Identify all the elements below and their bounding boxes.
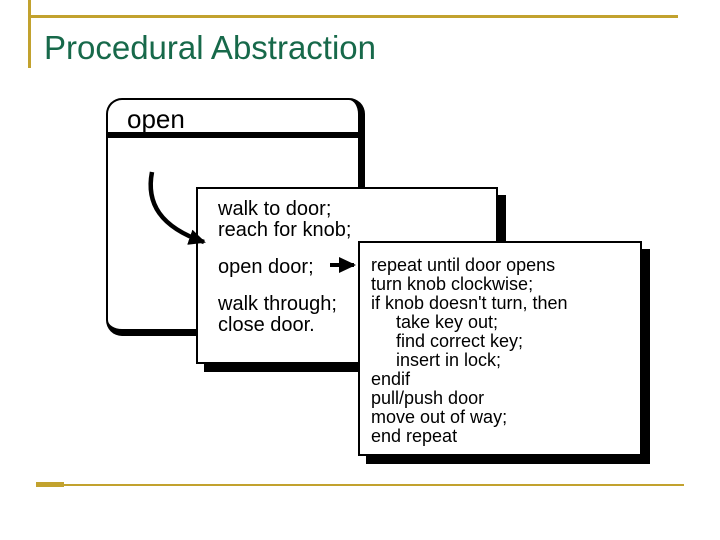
- detail-line: pull/push door: [371, 388, 485, 408]
- detail-line: insert in lock;: [396, 350, 502, 370]
- detail-line: end repeat: [371, 426, 458, 446]
- procedure-line: open door;: [218, 256, 314, 278]
- page-title: Procedural Abstraction: [44, 29, 377, 66]
- detail-line: take key out;: [396, 312, 499, 332]
- open-box-label: open: [127, 104, 185, 134]
- procedure-line: reach for knob;: [218, 219, 352, 241]
- open-box-separator: [108, 132, 358, 138]
- detail-line: repeat until door opens: [371, 255, 556, 275]
- detail-box: repeat until door opens turn knob clockw…: [358, 241, 642, 456]
- procedure-line: walk to door;: [218, 198, 332, 220]
- left-accent-line: [28, 0, 31, 68]
- detail-line: find correct key;: [396, 331, 524, 351]
- footer-accent-line: [36, 484, 684, 486]
- procedure-line: walk through;: [218, 293, 337, 315]
- detail-line: endif: [371, 369, 411, 389]
- detail-line: move out of way;: [371, 407, 508, 427]
- detail-line: turn knob clockwise;: [371, 274, 534, 294]
- top-accent-line: [30, 15, 678, 18]
- detail-line: if knob doesn't turn, then: [371, 293, 568, 313]
- procedure-line: close door.: [218, 314, 315, 336]
- footer-accent-stub: [36, 482, 64, 487]
